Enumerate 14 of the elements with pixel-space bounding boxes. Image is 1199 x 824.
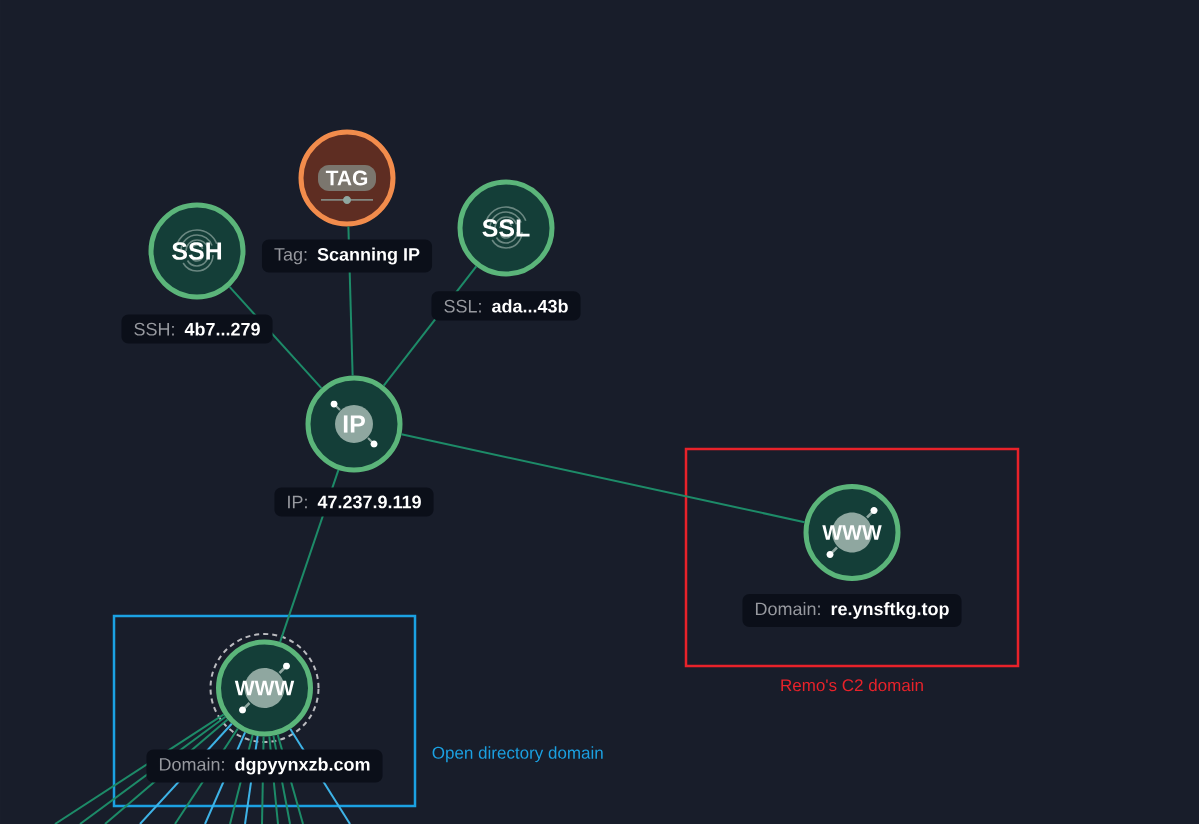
fingerprint-node: SSL xyxy=(457,179,555,277)
connector-line xyxy=(400,433,806,524)
node-label: Open directory domain xyxy=(432,746,603,763)
label-pill: SSL: ada...43b xyxy=(431,291,581,321)
connector-line xyxy=(54,713,225,824)
label-pill: SSH: 4b7...279 xyxy=(121,314,273,344)
ip-node: IP xyxy=(305,375,403,473)
label-pill: Domain: dgpyynxzb.com xyxy=(146,749,383,783)
label-pill: Domain: re.ynsftkg.top xyxy=(742,594,962,627)
tag-node: TAG xyxy=(298,129,396,227)
label-pill: Tag: Scanning IP xyxy=(262,239,433,273)
label-pill: IP: 47.237.9.119 xyxy=(274,487,434,517)
node-label: Remo's C2 domain xyxy=(781,678,923,692)
fingerprint-node: SSH xyxy=(148,202,246,300)
